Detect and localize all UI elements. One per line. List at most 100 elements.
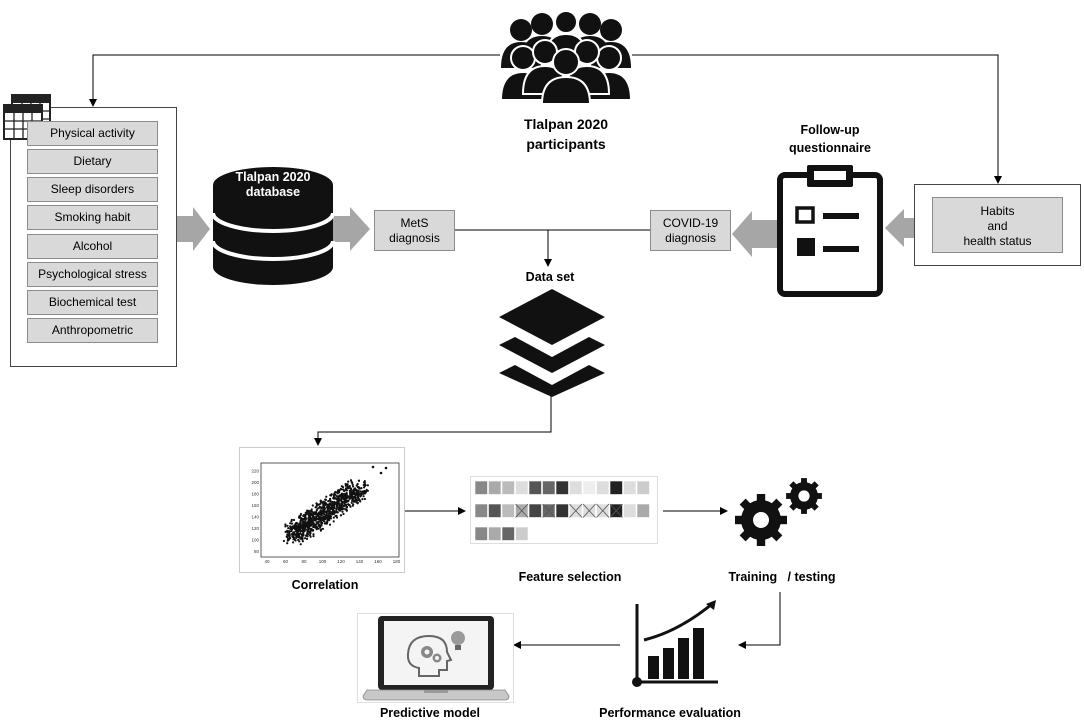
database-label-line2: database: [245, 185, 301, 199]
large-gear-icon: [735, 494, 787, 546]
followup-label-line1: Follow-up: [800, 123, 860, 137]
scatter-point: [335, 495, 338, 498]
scatter-point: [314, 524, 317, 527]
scatter-point: [319, 526, 322, 529]
database-label: Tlalpan 2020 database: [220, 170, 326, 200]
scatter-point: [308, 515, 312, 518]
scatter-point: [307, 522, 310, 525]
habits-line3: health status: [963, 234, 1032, 248]
scatter-point: [284, 523, 287, 526]
database-label-line1: Tlalpan 2020: [235, 170, 311, 184]
feature-cell: [569, 481, 583, 495]
scatter-point: [307, 513, 311, 517]
scatter-point: [325, 522, 328, 525]
scatter-point: [290, 522, 294, 525]
scatter-point: [289, 522, 292, 525]
feature-cross: [582, 503, 596, 518]
scatter-point: [312, 515, 316, 519]
feature-cell: [623, 481, 637, 495]
feature-cell: [542, 481, 556, 495]
scatter-point: [366, 484, 369, 487]
covid-diagnosis-box: COVID-19 diagnosis: [650, 210, 731, 251]
scatter-point: [339, 514, 343, 517]
scatter-point: [299, 543, 302, 546]
scatter-point: [299, 522, 302, 525]
scatter-point: [295, 533, 298, 536]
scatter-point: [359, 492, 362, 496]
scatter-point: [347, 495, 350, 498]
scatter-point: [292, 541, 295, 544]
scatter-point: [317, 527, 320, 530]
scatter-point: [296, 522, 299, 525]
mets-line1: MetS: [400, 216, 429, 230]
scatter-point: [299, 524, 302, 527]
scatter-point: [301, 530, 305, 533]
scatter-point: [359, 500, 362, 503]
scatter-point: [303, 527, 306, 530]
scatter-point: [339, 508, 342, 511]
habits-line1: Habits: [980, 204, 1015, 218]
scatter-point: [299, 530, 302, 533]
variable-smoking-habit: Smoking habit: [27, 205, 158, 230]
scatter-point: [334, 497, 338, 500]
scatter-point: [309, 535, 312, 538]
scatter-point: [331, 508, 334, 511]
scatter-point: [299, 532, 302, 535]
scatter-point: [363, 484, 366, 488]
variable-sleep-disorders: Sleep disorders: [27, 177, 158, 202]
arrow-mets-to-dataset: [455, 229, 552, 267]
scatter-point: [309, 534, 312, 537]
feature-cell: [501, 526, 515, 541]
scatter-point: [284, 530, 287, 533]
scatter-point: [344, 484, 347, 487]
feature-cell: [528, 481, 542, 495]
scatter-point: [290, 533, 294, 536]
scatter-point: [289, 537, 292, 540]
scatter-point: [327, 500, 330, 503]
feature-cell: [555, 481, 569, 495]
feature-cross: [609, 503, 623, 518]
scatter-point: [297, 527, 300, 530]
scatter-point: [294, 527, 297, 530]
scatter-point: [294, 524, 297, 527]
scatter-point: [353, 487, 357, 490]
scatter-point: [318, 523, 321, 526]
scatter-y-tick: 220: [251, 469, 259, 474]
feature-cell: [596, 481, 610, 495]
scatter-point: [329, 497, 332, 500]
scatter-point: [290, 520, 293, 523]
scatter-point: [329, 517, 332, 520]
followup-label-line2: questionnaire: [789, 141, 871, 156]
scatter-point: [352, 493, 355, 496]
scatter-point: [287, 530, 291, 533]
scatter-point: [312, 529, 315, 532]
scatter-point: [322, 510, 325, 513]
scatter-point: [323, 503, 326, 506]
scatter-x-tick: 140: [356, 559, 364, 564]
scatter-point: [305, 513, 308, 516]
habits-line2: and: [987, 219, 1008, 233]
scatter-point: [306, 509, 309, 512]
scatter-point: [343, 498, 346, 501]
scatter-point: [349, 479, 353, 482]
scatter-point: [299, 520, 302, 523]
scatter-point: [342, 504, 345, 508]
mets-diagnosis-box: MetS diagnosis: [374, 210, 455, 251]
laptop-ai-icon: [362, 616, 510, 701]
scatter-point: [303, 523, 306, 526]
scatter-point: [307, 533, 310, 536]
scatter-point: [328, 510, 331, 513]
scatter-point: [328, 523, 332, 526]
arrow-participants-to-variables: [89, 54, 500, 107]
scatter-point: [316, 512, 319, 515]
scatter-point: [347, 503, 350, 506]
variable-anthropometric: Anthropometric: [27, 318, 158, 343]
feature-cell: [555, 503, 569, 518]
covid-line2: diagnosis: [665, 231, 716, 245]
scatter-point: [296, 535, 299, 539]
scatter-point: [350, 501, 353, 504]
scatter-point: [306, 528, 309, 531]
scatter-point: [301, 540, 304, 543]
arrow-participants-to-habits: [632, 54, 1002, 184]
variable-dietary: Dietary: [27, 149, 158, 174]
